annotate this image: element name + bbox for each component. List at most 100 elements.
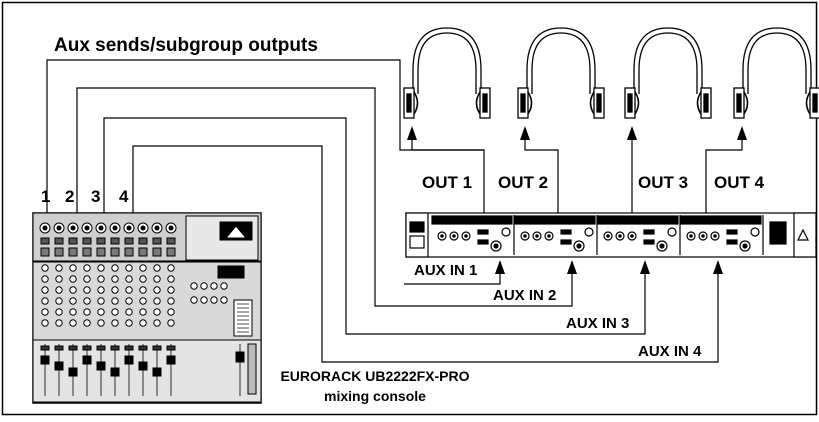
input-jack-hole (42, 225, 48, 231)
eq-knob (153, 264, 161, 272)
eq-knob (83, 275, 91, 283)
eq-knob (153, 297, 161, 305)
button (726, 239, 738, 245)
knob-dot (547, 234, 551, 238)
aux-in-label-2: AUX IN 2 (493, 287, 557, 304)
eq-knob (125, 297, 133, 305)
rack-ear-left (405, 212, 429, 258)
headband-inner (747, 32, 807, 94)
gain-block (166, 247, 176, 257)
mute-button (138, 345, 148, 351)
mute-button (110, 345, 120, 351)
eq-knob (111, 297, 119, 305)
channel-strip-3 (67, 222, 79, 396)
out-label-1: OUT 1 (422, 173, 473, 192)
eq-knob (111, 319, 119, 327)
out-4-lead (705, 128, 743, 213)
gain-block (68, 247, 78, 257)
input-jack-hole (70, 225, 76, 231)
master-knob (190, 296, 198, 304)
ear-pad-left (634, 91, 640, 115)
button (560, 229, 572, 235)
headband-inner (531, 32, 591, 94)
master-knob (200, 296, 208, 304)
gain-block (124, 247, 134, 257)
fader-cap (54, 361, 64, 371)
eq-knob (111, 308, 119, 316)
channel-strip-8 (137, 222, 149, 396)
ear-pad-right (589, 91, 595, 115)
section-header (431, 215, 513, 225)
eq-knob (41, 319, 49, 327)
channel-strip-6 (109, 222, 121, 396)
eq-knob (55, 308, 63, 316)
insert-jack (110, 237, 120, 245)
fader-cap (82, 355, 92, 365)
headband-outer (412, 27, 482, 94)
send-cable-1 (46, 59, 485, 234)
master-knob (190, 282, 198, 290)
eq-knob (167, 308, 175, 316)
mixing-console (32, 212, 262, 404)
eq-knob (41, 297, 49, 305)
insert-jack (40, 237, 50, 245)
out-label-3: OUT 3 (638, 173, 689, 192)
gain-block (138, 247, 148, 257)
eq-knob (83, 308, 91, 316)
aux-in-label-1: AUX IN 1 (414, 262, 478, 279)
headband-outer (742, 27, 812, 94)
eq-knob (69, 308, 77, 316)
master-knob (220, 282, 228, 290)
speaker-right (812, 93, 818, 113)
out-2-lead (524, 128, 559, 213)
jack-hole (493, 243, 499, 249)
insert-jack (68, 237, 78, 245)
ear-pad-left (413, 91, 419, 115)
speaker-right (482, 93, 488, 113)
arrow-out-1 (407, 126, 417, 140)
channel-strip-9 (151, 222, 163, 396)
arrow-out-2 (520, 126, 530, 140)
input-jack-hole (98, 225, 104, 231)
rack-screw (409, 235, 425, 249)
eq-knob (111, 286, 119, 294)
mute-button (152, 345, 162, 351)
channel-number-3: 3 (91, 187, 101, 206)
out-1-lead (411, 128, 484, 151)
jack-hole (659, 243, 665, 249)
channel-strip-7 (123, 222, 135, 396)
master-knob (200, 282, 208, 290)
eq-knob (97, 297, 105, 305)
channel-number-1: 1 (41, 187, 51, 206)
out-leads (411, 128, 743, 213)
jack-hole (576, 243, 582, 249)
eq-knob (125, 275, 133, 283)
insert-jack (124, 237, 134, 245)
send-cable-3 (103, 117, 646, 335)
channel-number-4: 4 (119, 187, 129, 206)
eq-knob (83, 297, 91, 305)
mute-button (40, 345, 50, 351)
insert-jack (96, 237, 106, 245)
send-cable-4 (132, 145, 719, 363)
ear-pad-right (696, 91, 702, 115)
eq-knob (97, 319, 105, 327)
headphones-icon-4 (733, 27, 819, 119)
channel-strip-4 (81, 222, 93, 396)
insert-jack (152, 237, 162, 245)
channel-strip-1 (39, 222, 51, 396)
master-display (217, 265, 245, 279)
rack-unit (405, 212, 817, 258)
channel-strip-5 (95, 222, 107, 396)
section-header (597, 215, 679, 225)
knob-dot (689, 234, 693, 238)
gain-block (152, 247, 162, 257)
aux-in-label-4: AUX IN 4 (638, 343, 702, 360)
eq-knob (83, 264, 91, 272)
display-logo-icon (224, 225, 248, 239)
gain-block (110, 247, 120, 257)
headband-inner (417, 32, 477, 94)
insert-jack (138, 237, 148, 245)
meter-panel (233, 299, 253, 337)
